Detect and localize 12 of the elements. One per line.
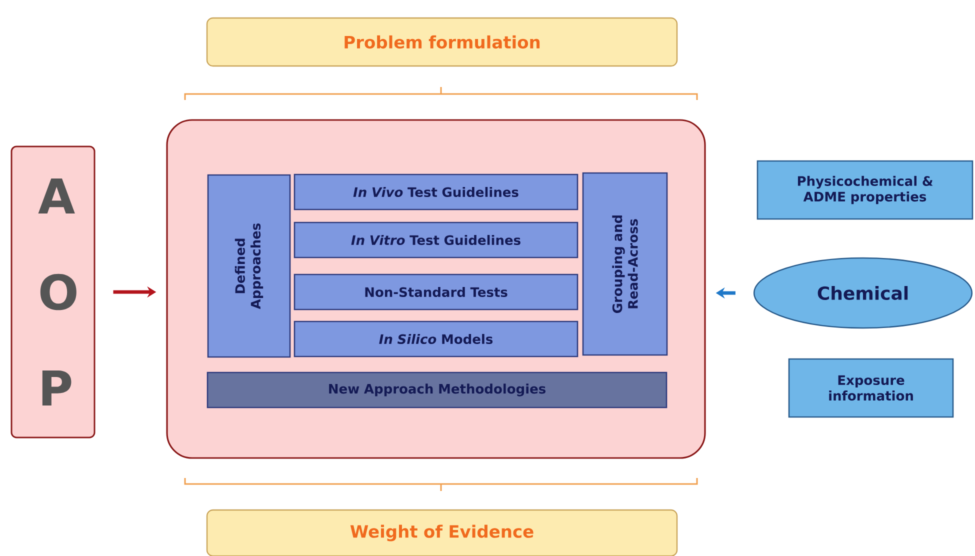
method-box: Grouping and Read-Across — [582, 172, 668, 356]
method-box: In Vitro Test Guidelines — [294, 222, 578, 258]
acronym-box: A O P — [10, 146, 96, 438]
method-box: New Approach Methodologies — [206, 372, 668, 408]
method-box: Defined Approaches — [207, 174, 291, 358]
method-box: In Silico Models — [294, 320, 578, 358]
input-box: Exposure information — [788, 358, 954, 418]
method-box: In Vivo Test Guidelines — [294, 174, 578, 210]
input-box: Physicochemical & ADME properties — [756, 160, 974, 220]
heading-box: Weight of Evidence — [206, 509, 678, 556]
method-box: Non-Standard Tests — [294, 274, 578, 310]
heading-box: Problem formulation — [206, 17, 678, 67]
